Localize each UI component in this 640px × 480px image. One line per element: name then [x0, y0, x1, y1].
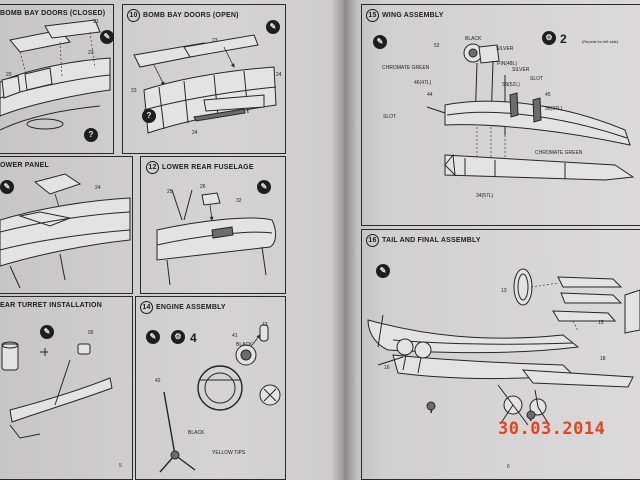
part-number: 52 — [434, 43, 440, 49]
part-number: 24 — [276, 72, 282, 78]
panel-lower-panel — [0, 156, 133, 294]
part-number: 15 — [598, 320, 604, 326]
wing-quantity: 2 — [560, 32, 567, 46]
part-number: 16 — [384, 365, 390, 371]
part-number: 95 — [88, 330, 94, 336]
part-number: 46(47L) — [414, 80, 432, 86]
part-number: 18 — [600, 356, 606, 362]
question-icon: ? — [84, 128, 98, 142]
part-number: S9(52L) — [502, 82, 520, 88]
part-number: 23 — [212, 38, 218, 44]
part-number: 44 — [427, 92, 433, 98]
part-number: 41 — [232, 333, 238, 339]
cement-icon: ✎ — [0, 180, 14, 194]
part-number: 38(37L) — [545, 106, 563, 112]
cement-icon: ✎ — [376, 264, 390, 278]
label-chromate-green: CHROMATE GREEN — [382, 65, 430, 71]
part-number: 34(57L) — [476, 193, 494, 199]
part-number: 45 — [545, 92, 551, 98]
engine-quantity: 4 — [190, 331, 197, 345]
page-number-right: 6 — [507, 464, 510, 470]
panel-bomb-bay-closed — [0, 4, 114, 154]
part-number: 42 — [155, 378, 161, 384]
cement-icon: ✎ — [266, 20, 280, 34]
wing-note: (Repeat for left side) — [582, 39, 619, 44]
lower-panel-drawing — [0, 173, 131, 289]
bomb-bay-open-drawing — [133, 34, 277, 134]
part-number: PIN(48L) — [497, 61, 518, 67]
label-chromate-green: CHROMATE GREEN — [535, 150, 583, 156]
label-black: BLACK — [188, 430, 205, 436]
part-number: 20 — [6, 72, 12, 78]
part-number: 22 — [88, 50, 94, 56]
wing-drawing — [426, 43, 635, 181]
photo-date-stamp: 30.03.2014 — [498, 419, 606, 439]
part-number: 13 — [501, 288, 507, 294]
binding-fold — [331, 0, 357, 480]
cement-icon: ✎ — [373, 35, 387, 49]
part-number: SLOT — [530, 76, 544, 82]
part-number: 43 — [262, 322, 268, 328]
panel-lower-rear-fuselage — [140, 156, 286, 294]
cement-icon: ✎ — [257, 180, 271, 194]
panel-wing-assembly — [361, 4, 640, 226]
final-assembly-drawing — [367, 268, 640, 426]
label-black: BLACK — [465, 36, 482, 42]
part-number: 32 — [236, 198, 242, 204]
part-number: 21 — [93, 19, 99, 25]
question-icon: ? — [142, 109, 156, 123]
label-yellow-tips: YELLOW TIPS — [212, 450, 246, 456]
part-number: 24 — [192, 130, 198, 136]
engine-drawing — [159, 324, 281, 473]
label-silver: SILVER — [512, 67, 530, 73]
paint-icon: ⚙ — [542, 31, 556, 45]
panel-bomb-bay-open — [122, 4, 286, 154]
panel-title-bomb-bay-closed: BOMB BAY DOORS (CLOSED) — [0, 10, 106, 17]
bomb-bay-closed-drawing — [0, 19, 111, 131]
cement-icon: ✎ — [40, 325, 54, 339]
label-silver: SILVER — [496, 46, 514, 52]
panel-title-rear-turret: EAR TURRET INSTALLATION — [0, 302, 102, 309]
paint-icon: ⚙ — [171, 330, 185, 344]
cement-icon: ✎ — [100, 30, 114, 44]
part-number: 24 — [95, 185, 101, 191]
cement-icon: ✎ — [146, 330, 160, 344]
panel-title-lower-panel: OWER PANEL — [0, 162, 49, 169]
part-number: SLOT — [383, 114, 397, 120]
label-black: BLACK — [236, 342, 253, 348]
page-number-left: 5 — [119, 463, 122, 469]
part-number: 23 — [131, 88, 137, 94]
rear-turret-drawing — [1, 341, 113, 439]
part-number: 25 — [167, 189, 173, 195]
part-number: 26 — [200, 184, 206, 190]
lower-rear-fuselage-drawing — [156, 189, 276, 286]
